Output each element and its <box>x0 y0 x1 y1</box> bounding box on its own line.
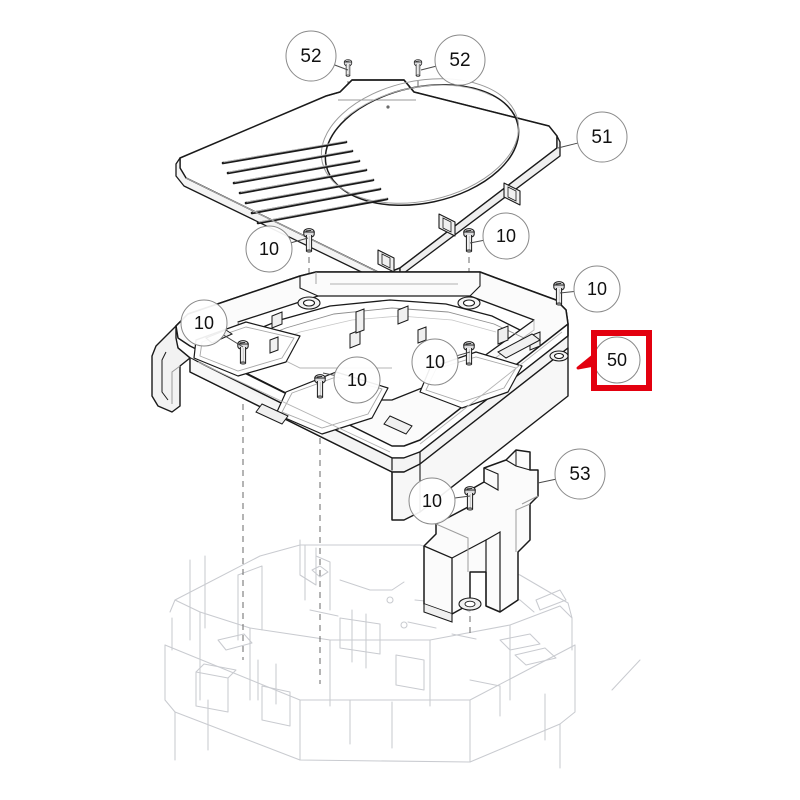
callout-bubble[interactable] <box>482 212 530 260</box>
callout-bubble[interactable] <box>285 30 337 82</box>
callout-label: 52 <box>300 46 321 67</box>
callout-bubble[interactable] <box>245 225 293 273</box>
ventilation-louvers <box>221 140 389 225</box>
callout-10[interactable]: 10 <box>245 225 309 273</box>
callout-leader-line <box>469 239 484 244</box>
callout-label: 53 <box>569 464 590 485</box>
callout-label: 50 <box>607 350 627 370</box>
part-50-middle-frame-housing <box>151 271 569 521</box>
callout-bubble[interactable] <box>573 265 621 313</box>
highlight-group <box>576 330 652 391</box>
callout-10[interactable]: 10 <box>180 299 244 348</box>
callout-bubble[interactable] <box>576 111 628 163</box>
part-51-top-cover-panel <box>175 78 561 281</box>
callout-label: 10 <box>259 239 279 259</box>
callout-leader-line <box>454 495 471 499</box>
callout-leader-line <box>420 65 436 71</box>
callout-label: 10 <box>496 226 516 246</box>
callout-53[interactable]: 53 <box>537 448 606 500</box>
callout-bubble[interactable] <box>180 299 228 347</box>
callout-leader-line <box>557 142 578 149</box>
callout-label: 52 <box>449 50 470 71</box>
callout-52[interactable]: 52 <box>420 34 486 86</box>
callout-10[interactable]: 10 <box>559 265 621 313</box>
callout-leader-line <box>334 64 349 71</box>
frame-ribs <box>269 305 541 354</box>
callout-leader-line <box>322 372 335 376</box>
callout-label: 10 <box>422 491 442 511</box>
callout-bubble[interactable] <box>408 477 456 525</box>
callout-label: 10 <box>347 370 367 390</box>
highlight-box[interactable] <box>591 330 652 391</box>
callout-bubble[interactable] <box>411 338 459 386</box>
callout-bubble[interactable] <box>554 448 606 500</box>
callout-label: 10 <box>194 313 214 333</box>
callout-bubble[interactable] <box>434 34 486 86</box>
callout-label: 10 <box>425 352 445 372</box>
callout-leader-line <box>537 478 556 484</box>
callout-52[interactable]: 52 <box>285 30 349 82</box>
callout-10[interactable]: 10 <box>469 212 530 260</box>
lower-chassis-ghost <box>164 533 641 769</box>
callout-10[interactable]: 10 <box>411 338 471 386</box>
callout-leader-line <box>291 237 309 244</box>
callout-leader-line <box>559 290 575 294</box>
part-53-duct-bracket <box>423 449 539 623</box>
callout-50[interactable]: 50 <box>577 336 641 384</box>
callout-10[interactable]: 10 <box>322 356 381 404</box>
callout-label: 10 <box>587 279 607 299</box>
callout-leader-line <box>223 334 244 348</box>
callout-51[interactable]: 51 <box>557 111 628 163</box>
callout-leader-line <box>456 351 471 357</box>
callout-10[interactable]: 10 <box>408 477 471 525</box>
callout-label: 51 <box>591 127 612 148</box>
callout-group: 52 52 51 10 10 10 10 10 10 50 10 53 <box>180 30 641 525</box>
callout-bubble[interactable] <box>333 356 381 404</box>
